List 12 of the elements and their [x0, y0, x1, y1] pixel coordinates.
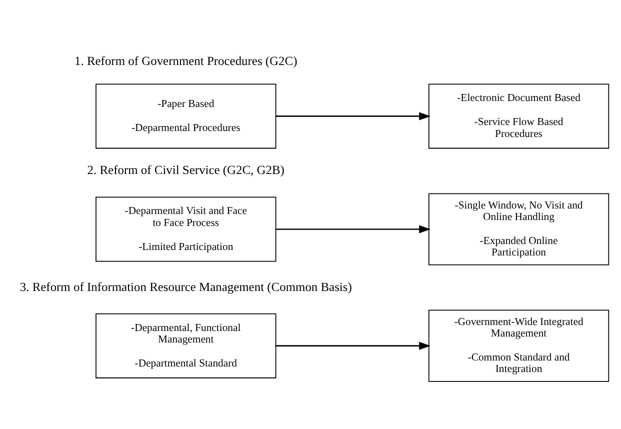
node-box: -Deparmental, Functional Management -Departmental Standard: [96, 312, 276, 378]
node-box: -Single Window, No Visit and Online Handling -Expanded Online Participation: [428, 192, 610, 265]
arrow: [276, 224, 431, 233]
node-box: -Paper Based -Deparmental Procedures: [96, 83, 276, 148]
arrow: [276, 341, 431, 350]
arrow: [276, 112, 431, 120]
label: 2. Reform of Civil Service (G2C, G2B): [87, 162, 284, 177]
label: 3. Reform of Information Resource Management (Common Basis): [20, 279, 352, 294]
node-box: -Electronic Document Based -Service Flow Based Procedures: [428, 83, 610, 148]
node-box: -Government-Wide Integrated Management -Common Standard and Integration: [428, 309, 610, 382]
label: 1. Reform of Government Procedures (G2C): [74, 53, 298, 68]
node-box: -Deparmental Visit and Face to Face Process -Limited Participation: [96, 196, 276, 262]
